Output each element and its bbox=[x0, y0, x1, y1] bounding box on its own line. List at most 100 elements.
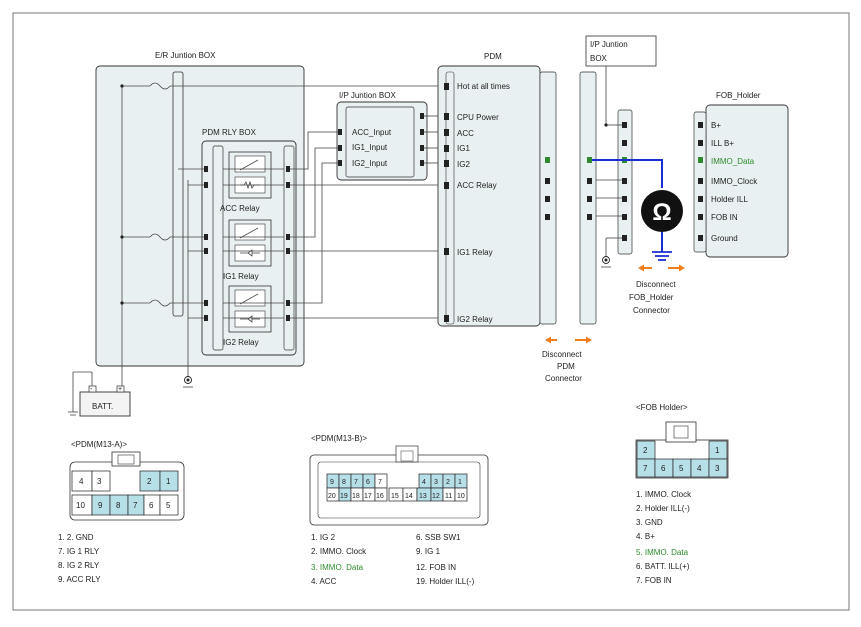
battery-plus: + bbox=[118, 386, 122, 393]
pdm-a-pin: 8 bbox=[116, 501, 121, 510]
battery bbox=[68, 371, 131, 417]
ip-box-pins bbox=[290, 113, 440, 319]
pdm-a-pin: 4 bbox=[79, 477, 84, 486]
pdm-a-pin: 1 bbox=[166, 477, 171, 486]
pdm-b-pin: 19 bbox=[340, 493, 348, 500]
pdm-b-legend: 3. IMMO. Data bbox=[311, 563, 364, 572]
pdm-b-pin: 7 bbox=[378, 479, 382, 486]
pdm-b-legend: 6. SSB SW1 bbox=[416, 533, 461, 542]
fob-conn-legend: 4. B+ bbox=[636, 532, 655, 541]
relay-left-connector bbox=[212, 145, 224, 351]
disconnect-pdm-line2: PDM bbox=[557, 362, 575, 371]
ig2-relay bbox=[228, 285, 272, 333]
fob-pin-holder-ill: Holder ILL bbox=[711, 195, 748, 204]
fob-conn-pin: 1 bbox=[715, 446, 720, 455]
fob-conn-legend: 2. Holder ILL(-) bbox=[636, 504, 690, 513]
ip-pin-ig2-input: IG2_Input bbox=[352, 159, 388, 168]
pdm-pin-cpu-power: CPU Power bbox=[457, 113, 499, 122]
fob-conn-pin: 7 bbox=[643, 464, 648, 473]
pdm-b-pin: 16 bbox=[376, 493, 384, 500]
fob-disconnect-arrows bbox=[638, 264, 685, 272]
pdm-b-pin: 6 bbox=[366, 479, 370, 486]
ip-box2-title-line2: BOX bbox=[590, 54, 608, 63]
disconnect-fob-line2: FOB_Holder bbox=[629, 293, 674, 302]
er-box-wiring bbox=[120, 82, 440, 388]
pdm-pin-ig2: IG2 bbox=[457, 160, 470, 169]
pdm-a-pin: 6 bbox=[149, 501, 154, 510]
pdm-a-legend: 1. 2. GND bbox=[58, 533, 94, 542]
fob-conn-pin: 4 bbox=[697, 464, 702, 473]
pdm-a-pin: 7 bbox=[133, 501, 138, 510]
ip-junction-box-title: I/P Juntion BOX bbox=[339, 91, 396, 100]
pdm-b-pin: 14 bbox=[405, 493, 413, 500]
pdm-b-pin: 11 bbox=[445, 493, 452, 500]
pdm-b-pin: 3 bbox=[434, 479, 438, 486]
pdm-pin-acc: ACC bbox=[457, 129, 474, 138]
pdm-b-pin: 2 bbox=[446, 479, 450, 486]
pdm-pin-ig2-relay: IG2 Relay bbox=[457, 315, 493, 324]
pdm-a-pin: 3 bbox=[97, 477, 102, 486]
meter-wiring bbox=[592, 159, 672, 261]
fob-conn-title: <FOB Holder> bbox=[636, 403, 688, 412]
ig1-relay-label: IG1 Relay bbox=[223, 272, 259, 281]
fob-conn-pin: 5 bbox=[679, 464, 684, 473]
pdm-b-pin: 12 bbox=[432, 493, 440, 500]
ig2-relay-label: IG2 Relay bbox=[223, 338, 259, 347]
er-junction-box-title: E/R Juntion BOX bbox=[155, 51, 216, 60]
pdm-a-title: <PDM(M13-A)> bbox=[71, 440, 127, 449]
disconnect-fob-line3: Connector bbox=[633, 306, 670, 315]
pdm-pin-ig1: IG1 bbox=[457, 144, 470, 153]
pdm-b-pin: 4 bbox=[422, 479, 426, 486]
pdm-b-pin: 13 bbox=[419, 493, 427, 500]
ip-box2-wiring bbox=[587, 66, 627, 268]
fob-pin-fob-in: FOB IN bbox=[711, 213, 738, 222]
pdm-left-connector bbox=[445, 71, 455, 325]
pdm-b-legend: 2. IMMO. Clock bbox=[311, 547, 367, 556]
pdm-b-legend: 12. FOB IN bbox=[416, 563, 456, 572]
pdm-b-pin: 9 bbox=[330, 479, 334, 486]
fob-conn-legend: 6. BATT. ILL(+) bbox=[636, 562, 690, 571]
fob-conn-legend: 1. IMMO. Clock bbox=[636, 490, 692, 499]
ig1-relay bbox=[228, 219, 272, 267]
pdm-b-legend: 9. IG 1 bbox=[416, 547, 441, 556]
fob-conn-pin: 3 bbox=[715, 464, 720, 473]
disconnect-fob-line1: Disconnect bbox=[636, 280, 676, 289]
pdm-b-connector bbox=[309, 445, 489, 526]
fob-holder-pins bbox=[698, 122, 703, 241]
fob-conn-pin: 6 bbox=[661, 464, 666, 473]
pdm-title: PDM bbox=[484, 52, 502, 61]
fob-pin-ground: Ground bbox=[711, 234, 738, 243]
fob-holder-title: FOB_Holder bbox=[716, 91, 761, 100]
pdm-a-legend: 7. IG 1 RLY bbox=[58, 547, 100, 556]
pdm-a-pin: 10 bbox=[76, 501, 85, 510]
battery-minus: - bbox=[90, 386, 93, 393]
battery-label: BATT. bbox=[92, 402, 113, 411]
fob-conn-pin: 2 bbox=[643, 446, 648, 455]
fob-pin-b-plus: B+ bbox=[711, 121, 721, 130]
pdm-rly-box-title: PDM RLY BOX bbox=[202, 128, 257, 137]
pdm-b-pin: 20 bbox=[328, 493, 336, 500]
pdm-pins bbox=[444, 83, 550, 322]
pdm-a-pin: 2 bbox=[147, 477, 152, 486]
pdm-b-pin: 8 bbox=[342, 479, 346, 486]
pdm-b-legend: 4. ACC bbox=[311, 577, 337, 586]
ohm-meter-symbol: Ω bbox=[652, 199, 671, 226]
fob-conn-legend: 3. GND bbox=[636, 518, 663, 527]
fob-conn-legend: 5. IMMO. Data bbox=[636, 548, 689, 557]
ip-box2-title-line1: I/P Juntion bbox=[590, 40, 628, 49]
pdm-b-title: <PDM(M13-B)> bbox=[311, 434, 367, 443]
pdm-a-pin: 9 bbox=[98, 501, 103, 510]
pdm-pin-hot: Hot at all times bbox=[457, 82, 510, 91]
pdm-pin-acc-relay: ACC Relay bbox=[457, 181, 497, 190]
fob-pin-ill-b-plus: ILL B+ bbox=[711, 139, 734, 148]
pdm-b-pin: 7 bbox=[354, 479, 358, 486]
pdm-b-pin: 17 bbox=[364, 493, 372, 500]
pdm-a-connector bbox=[69, 451, 185, 521]
pdm-pin-ig1-relay: IG1 Relay bbox=[457, 248, 493, 257]
ip-pin-ig1-input: IG1_Input bbox=[352, 143, 388, 152]
acc-relay bbox=[228, 151, 272, 199]
pdm-b-pin: 15 bbox=[391, 493, 399, 500]
fob-conn-legend: 7. FOB IN bbox=[636, 576, 672, 585]
fob-pin-immo-data: IMMO_Data bbox=[711, 157, 755, 166]
